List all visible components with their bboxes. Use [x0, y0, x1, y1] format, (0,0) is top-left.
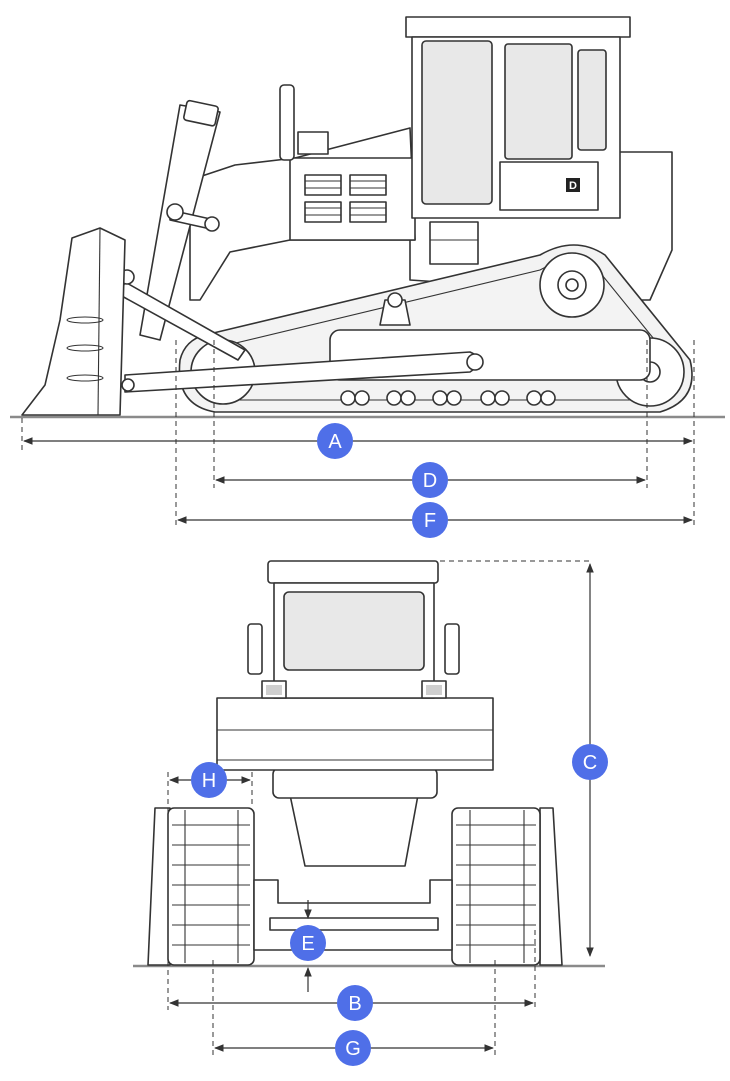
- side-fender-panel: [499, 161, 599, 211]
- front-track-right-treads: [456, 810, 536, 963]
- badge-g-label: G: [345, 1038, 361, 1060]
- front-track-left: [167, 807, 255, 966]
- badge-h: H: [191, 762, 227, 798]
- side-cab-window-rear: [421, 40, 493, 205]
- dimension-badges: A D F H C E B G: [191, 423, 608, 1066]
- side-exhaust-stack: [279, 84, 295, 161]
- side-engine-vents: [304, 174, 387, 223]
- front-blade-right: [539, 807, 563, 966]
- front-cab-roof: [267, 560, 439, 584]
- badge-e: E: [290, 925, 326, 961]
- badge-e-label: E: [301, 933, 314, 955]
- side-lift-cylinder-cap: [183, 99, 219, 127]
- front-hood: [216, 697, 494, 771]
- badge-a-label: A: [328, 431, 342, 453]
- side-air-intake: [297, 131, 329, 155]
- side-cab-badge: D: [569, 180, 577, 192]
- badge-a: A: [317, 423, 353, 459]
- side-view: D: [10, 16, 725, 419]
- badge-b: B: [337, 985, 373, 1021]
- front-right-mirror: [444, 623, 460, 675]
- badge-h-label: H: [202, 770, 216, 792]
- badge-d: D: [412, 462, 448, 498]
- side-tilt-cylinder: [119, 281, 246, 361]
- side-cab-step: [429, 221, 479, 265]
- badge-g: G: [335, 1030, 371, 1066]
- side-drive-sprocket: [539, 252, 605, 318]
- side-blade: [21, 227, 126, 416]
- front-undercarriage: [253, 879, 453, 951]
- side-push-arm-pin: [466, 353, 484, 371]
- badge-f-label: F: [424, 510, 436, 532]
- badge-f: F: [412, 502, 448, 538]
- badge-d-label: D: [423, 470, 437, 492]
- front-left-mirror: [247, 623, 263, 675]
- front-center-body: [289, 794, 419, 867]
- side-cab-window-front: [577, 49, 607, 151]
- front-track-left-treads: [172, 810, 250, 963]
- front-belly-pan: [269, 917, 439, 931]
- front-cab-windshield: [283, 591, 425, 671]
- side-cab-badge-box: [566, 178, 580, 192]
- side-cab-window-door: [504, 43, 573, 160]
- badge-b-label: B: [348, 993, 361, 1015]
- side-cab-roof: [405, 16, 631, 38]
- front-blade-left: [147, 807, 171, 966]
- front-track-right: [451, 807, 541, 966]
- badge-c: C: [572, 744, 608, 780]
- badge-c-label: C: [583, 752, 597, 774]
- front-engine-block: [272, 767, 438, 799]
- side-engine-panel: [289, 157, 416, 241]
- front-view: [133, 560, 605, 968]
- side-track-rollers: [340, 390, 556, 406]
